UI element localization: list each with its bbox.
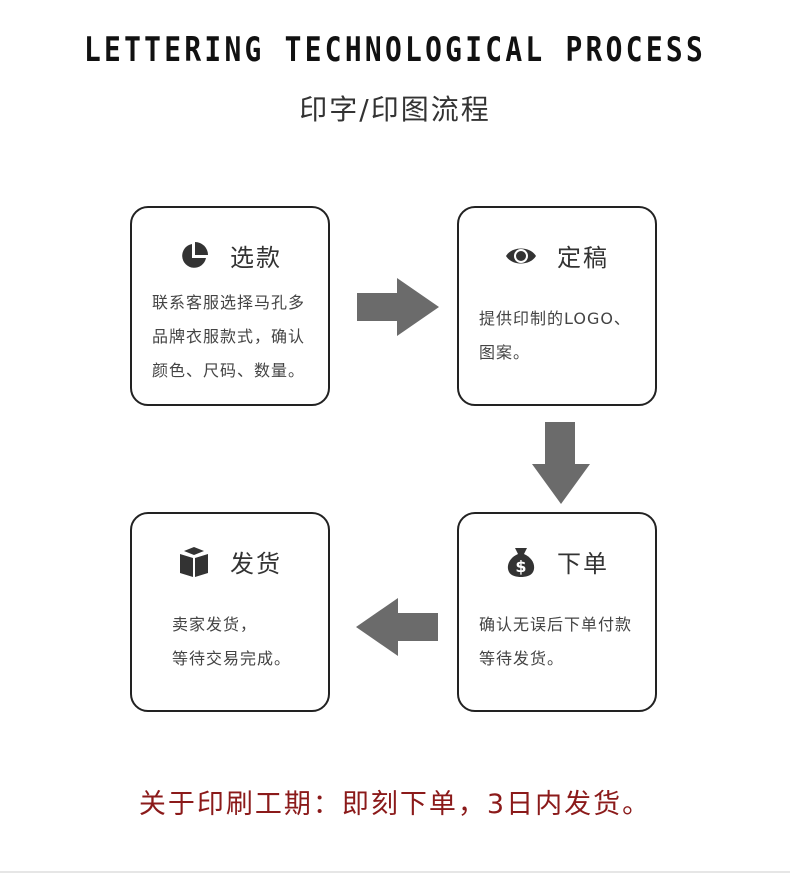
- description-line: 卖家发货，: [172, 615, 258, 634]
- description-line: 联系客服选择马孔多: [152, 293, 306, 312]
- step-card-select-style: 选款 联系客服选择马孔多 品牌衣服款式，确认 颜色、尺码、数量。: [130, 206, 330, 406]
- step-title: 发货: [230, 550, 282, 578]
- bottom-divider: [0, 871, 790, 873]
- arrow-down-icon: [532, 422, 590, 504]
- description-line: 品牌衣服款式，确认: [152, 327, 306, 346]
- description-line: 图案。: [479, 343, 531, 362]
- step-description: 卖家发货， 等待交易完成。: [172, 608, 314, 676]
- production-time-note: 关于印刷工期：即刻下单，3日内发货。: [138, 789, 652, 820]
- pie-chart-icon: [178, 240, 210, 272]
- step-card-ship: 发货 卖家发货， 等待交易完成。: [130, 512, 330, 712]
- arrow-right-icon: [357, 278, 439, 336]
- step-title: 下单: [557, 550, 609, 578]
- description-line: 等待发货。: [479, 649, 565, 668]
- eye-icon: [505, 240, 537, 272]
- step-title: 选款: [230, 244, 282, 272]
- step-card-place-order: $ 下单 确认无误后下单付款 等待发货。: [457, 512, 657, 712]
- title-english: LETTERING TECHNOLOGICAL PROCESS: [83, 30, 707, 70]
- money-bag-icon: $: [505, 546, 537, 578]
- description-line: 确认无误后下单付款: [479, 615, 633, 634]
- svg-text:$: $: [515, 557, 526, 576]
- step-description: 提供印制的LOGO、 图案。: [479, 302, 641, 370]
- description-line: 提供印制的LOGO、: [479, 309, 631, 328]
- step-title: 定稿: [557, 244, 609, 272]
- step-description: 确认无误后下单付款 等待发货。: [479, 608, 641, 676]
- step-description: 联系客服选择马孔多 品牌衣服款式，确认 颜色、尺码、数量。: [152, 286, 314, 388]
- description-line: 颜色、尺码、数量。: [152, 361, 306, 380]
- box-icon: [178, 546, 210, 578]
- step-card-finalize-design: 定稿 提供印制的LOGO、 图案。: [457, 206, 657, 406]
- title-chinese: 印字/印图流程: [299, 93, 491, 126]
- arrow-left-icon: [356, 598, 438, 656]
- description-line: 等待交易完成。: [172, 649, 292, 668]
